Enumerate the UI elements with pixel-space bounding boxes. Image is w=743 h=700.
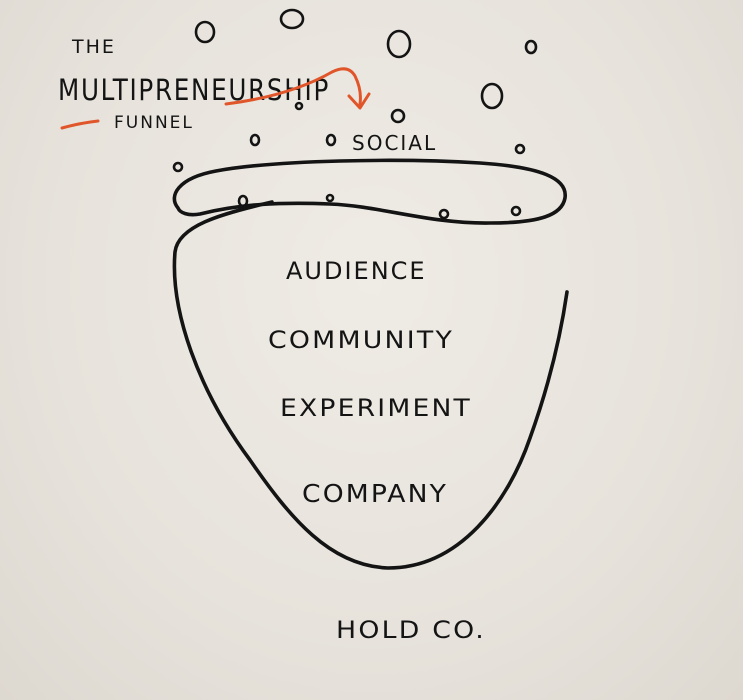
bubble-circle — [438, 208, 450, 220]
bubble-circle — [390, 108, 406, 124]
bubble-circle — [386, 29, 412, 59]
funnel-body — [172, 200, 569, 570]
accent-underline-arrow — [224, 67, 362, 106]
bubble-circle — [194, 20, 216, 44]
title-line-the: THE — [71, 36, 116, 58]
funnel-rim — [172, 158, 567, 225]
label-company: COMPANY — [302, 479, 448, 508]
label-hold-co: HOLD CO. — [336, 616, 486, 644]
bubbles-group — [172, 8, 538, 220]
title-line-funnel: FUNNEL — [114, 113, 194, 133]
bubble-circle — [524, 39, 538, 55]
label-experiment: EXPERIMENT — [280, 394, 472, 422]
bubble-circle — [279, 8, 305, 30]
label-audience: AUDIENCE — [286, 257, 427, 285]
bubble-circle — [510, 205, 522, 217]
bubble-circle — [249, 133, 261, 147]
bubble-circle — [514, 143, 526, 155]
bubble-circle — [172, 161, 184, 173]
label-community: COMMUNITY — [268, 326, 454, 354]
bubble-circle — [480, 82, 504, 110]
bubble-circle — [325, 193, 335, 203]
accent-dash — [60, 119, 100, 130]
title-line-multipreneurship: MULTIPRENEURSHIP — [58, 73, 330, 107]
bubble-circle — [325, 133, 337, 147]
label-social: SOCIAL — [352, 131, 437, 155]
accent-arrowhead-icon — [347, 92, 371, 110]
bubble-circle — [294, 101, 304, 111]
